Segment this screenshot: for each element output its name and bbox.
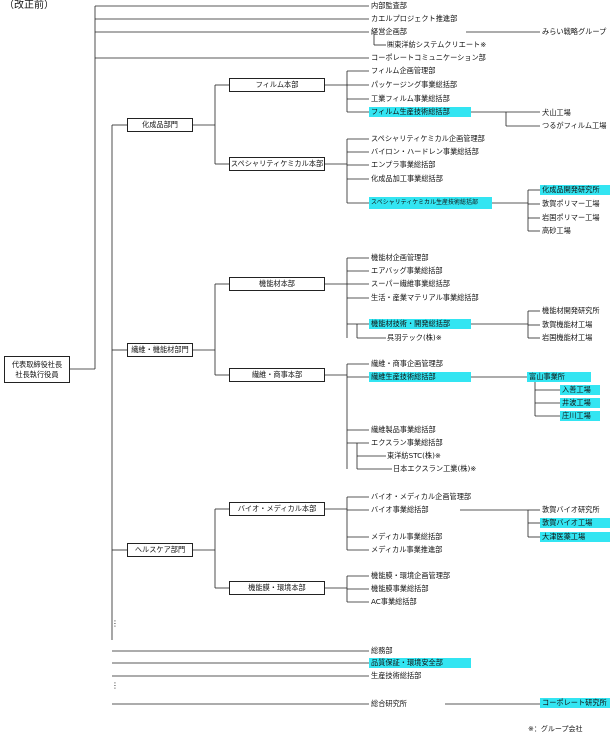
plant-iwakuni-func: 岩国機能材工場: [542, 333, 593, 342]
plant-tsuruga-film: つるがフィルム工場: [542, 121, 607, 130]
dept-quality-safety: 品質保証・環境安全部: [369, 658, 471, 668]
func-unit-life-industrial: 生活・産業マテリアル事業総括部: [371, 293, 479, 302]
fiber-unit-exlan: エクスラン事業総括部: [371, 438, 443, 447]
film-unit-industrial: 工業フィルム事業総括部: [371, 94, 450, 103]
group-toyobo-stc: 東洋紡STC(株)※: [387, 451, 441, 460]
specialty-unit-enpla: エンプラ事業総括部: [371, 160, 436, 169]
func-unit-super-fiber: スーパー繊維事業総括部: [371, 279, 450, 288]
ceo-title-line2: 社長執行役員: [15, 369, 59, 379]
plant-tsuruga-func: 敦賀機能材工場: [542, 320, 593, 329]
plant-inuyama: 犬山工場: [542, 108, 571, 117]
plant-tsuruga-bio: 敦賀バイオ工場: [540, 518, 610, 528]
hq-func-material: 機能材本部: [229, 277, 325, 291]
root-ceo-box: 代表取締役社長 社長執行役員: [4, 356, 70, 383]
lab-chemical-development: 化成品開発研究所: [540, 185, 610, 195]
plant-inami: 井波工場: [560, 398, 600, 408]
bio-unit-medical-business: メディカル事業総括部: [371, 532, 443, 541]
ellipsis-dots-2: ⋮: [111, 681, 119, 690]
lab-corporate-research: コーポレート研究所: [540, 698, 610, 708]
fiber-unit-production-tech: 繊維生産技術総括部: [369, 372, 471, 382]
division-health: ヘルスケア部門: [127, 543, 193, 557]
plant-tsuruga-polymer: 敦賀ポリマー工場: [542, 199, 600, 208]
film-unit-packaging: パッケージング事業総括部: [371, 80, 458, 89]
group-japan-exlan: 日本エクスラン工業(株)※: [393, 464, 477, 473]
hq-membrane: 機能膜・環境本部: [229, 581, 325, 595]
mirai-strategy-group: みらい戦略グループ: [542, 27, 607, 36]
division-chemical: 化成品部門: [127, 118, 193, 132]
hq-specialty: スペシャリティケミカル本部: [229, 157, 325, 171]
hq-bio-medical: バイオ・メディカル本部: [229, 502, 325, 516]
fiber-unit-planning: 繊維・商事企画管理部: [371, 359, 443, 368]
division-fiber: 繊維・機能材部門: [127, 343, 193, 357]
lab-general-research: 総合研究所: [371, 699, 407, 708]
specialty-unit-vylon: バイロン・ハードレン事業総括部: [371, 147, 479, 156]
dept-general-affairs: 総務部: [371, 646, 393, 655]
bio-unit-planning: バイオ・メディカル企画管理部: [371, 492, 472, 501]
dept-internal-audit: 内部監査部: [371, 1, 407, 10]
specialty-unit-processing: 化成品加工事業総括部: [371, 174, 443, 183]
footnote-group-company: ※：グループ会社: [528, 725, 583, 733]
plant-iwakuni-polymer: 岩国ポリマー工場: [542, 213, 600, 222]
plant-otsu-pharma: 大津医薬工場: [540, 532, 610, 542]
film-unit-production-tech: フィルム生産技術総括部: [369, 107, 471, 117]
dept-kaeru-project: カエルプロジェクト推進部: [371, 14, 458, 23]
specialty-unit-planning: スペシャリティケミカル企画管理部: [371, 134, 485, 143]
ceo-title-line1: 代表取締役社長: [11, 359, 63, 369]
func-unit-airbag: エアバッグ事業総括部: [371, 266, 443, 275]
membrane-unit-business: 機能膜事業総括部: [371, 584, 429, 593]
bio-unit-bio-business: バイオ事業総括部: [371, 505, 429, 514]
hq-film: フィルム本部: [229, 78, 325, 92]
dept-corp-communication: コーポレートコミュニケーション部: [371, 53, 486, 62]
group-kureha-tech: 呉羽テック(株)※: [387, 333, 442, 342]
ellipsis-dots-1: ⋮: [111, 619, 119, 628]
specialty-unit-production-tech: スペシャリティケミカル生産技術総括部: [369, 197, 492, 209]
plant-nyuzen: 入善工場: [560, 385, 600, 395]
dept-corporate-planning: 経営企画部: [371, 27, 407, 36]
membrane-unit-planning: 機能膜・環境企画管理部: [371, 571, 451, 580]
header-title: （改正前）: [4, 0, 54, 11]
bio-unit-medical-promotion: メディカル事業推進部: [371, 545, 443, 554]
plant-shokawa: 庄川工場: [560, 411, 600, 421]
film-unit-planning: フィルム企画管理部: [371, 66, 436, 75]
lab-tsuruga-bio: 敦賀バイオ研究所: [542, 505, 600, 514]
func-unit-tech-development: 機能材技術・開発総括部: [369, 319, 471, 329]
func-unit-planning: 機能材企画管理部: [371, 253, 429, 262]
fiber-unit-products: 繊維製品事業総括部: [371, 425, 436, 434]
plant-takasago: 高砂工場: [542, 226, 571, 235]
lab-func-material-dev: 機能材開発研究所: [542, 306, 600, 315]
dept-production-tech: 生産技術総括部: [371, 671, 422, 680]
membrane-unit-ac: AC事業総括部: [371, 597, 417, 606]
office-toyama: 富山事業所: [527, 372, 591, 382]
hq-fiber-trade: 繊維・商事本部: [229, 368, 325, 382]
group-system-create: ㈱東洋紡システムクリエート※: [387, 40, 487, 49]
